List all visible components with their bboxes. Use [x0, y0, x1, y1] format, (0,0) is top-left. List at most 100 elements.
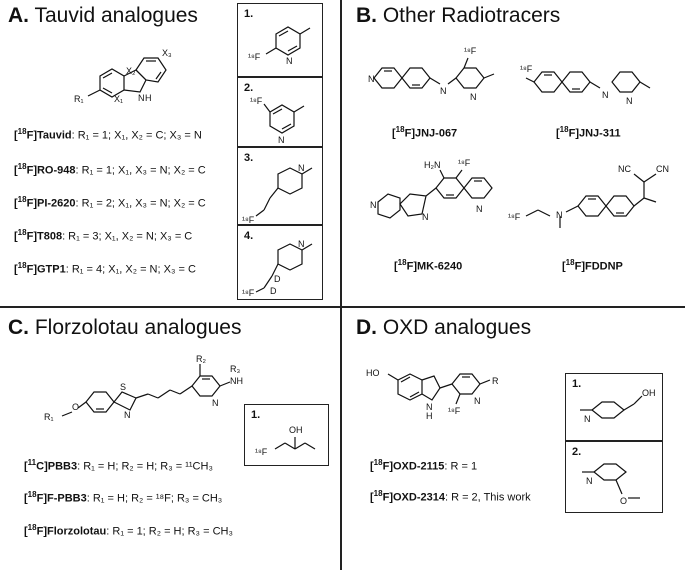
jnj-311-label: [18F]JNJ-311 — [556, 125, 621, 140]
box-a3-structure: N ¹⁸F — [242, 163, 313, 225]
substituent-box-c1: 1. ¹⁸F OH — [244, 404, 329, 466]
mk-6240-label: [18F]MK-6240 — [394, 258, 463, 273]
substituent-box-a1: 1. ¹⁸F N — [237, 3, 323, 77]
panel-a-heading: Tauvid analogues — [34, 4, 198, 27]
panel-d-heading: OXD analogues — [382, 316, 532, 339]
jnj-311-f: ¹⁸F — [520, 64, 533, 74]
oxd-nh-n: N — [426, 402, 433, 412]
oxd-nh-h: H — [426, 411, 433, 421]
fddnp-nc: NC — [618, 164, 631, 174]
atom-x3: X₃ — [162, 48, 172, 58]
fddnp-n: N — [556, 210, 563, 220]
box-c1-label: 1. — [251, 409, 261, 421]
panel-d-compound-2: [18F]OXD-2314: R = 2, This work — [370, 489, 531, 504]
panel-b-letter: B. — [356, 4, 377, 27]
mk-6240-n2: N — [422, 212, 429, 222]
substituent-box-d1: 1. N OH — [565, 373, 663, 441]
box-a4-f: ¹⁸F — [242, 288, 255, 298]
panel-c-compound-2: [18F]F-PBB3: R₁ = H; R₂ = ¹⁸F; R₃ = CH₃ — [24, 490, 223, 505]
pbb3-o: O — [72, 402, 79, 412]
mk-6240-n3: N — [476, 204, 483, 214]
box-a3-f: ¹⁸F — [242, 215, 255, 225]
fddnp-cn: CN — [656, 164, 669, 174]
box-c1-oh: OH — [289, 425, 303, 435]
box-a2-n: N — [278, 135, 285, 145]
box-a3-label: 3. — [244, 152, 254, 164]
box-a4-label: 4. — [244, 230, 254, 242]
panel-a-letter: A. — [8, 4, 29, 27]
box-a2-label: 2. — [244, 82, 254, 94]
box-d2-label: 2. — [572, 446, 582, 458]
pbb3-n: N — [124, 410, 131, 420]
mk-6240-n1: N — [370, 200, 377, 210]
box-c1-f: ¹⁸F — [255, 447, 268, 457]
jnj-067-nh: N — [440, 86, 447, 96]
panel-a-compound-5: [18F]GTP1: R₁ = 4; X₁, X₂ = N; X₃ = C — [14, 261, 196, 276]
box-d2-structure: N O — [582, 463, 640, 506]
box-a4-d1: D — [274, 274, 281, 284]
box-d1-oh: OH — [642, 388, 656, 398]
panel-a-compound-4: [18F]T808: R₁ = 3; X₁, X₂ = N; X₃ = C — [14, 228, 193, 243]
substituent-box-d2: 2. N O — [565, 441, 663, 513]
atom-x2: X₂ — [126, 66, 136, 76]
panel-d-title: D. OXD analogues — [356, 316, 531, 340]
jnj-311-nh: N — [602, 90, 609, 100]
pbb3-core-structure: R₁ O S N N R₂ NH R₃ — [44, 354, 243, 422]
substituent-box-a2: 2. ¹⁸F N — [237, 77, 323, 147]
oxd-n: N — [474, 396, 481, 406]
horizontal-divider — [0, 306, 685, 308]
fddnp-label: [18F]FDDNP — [562, 258, 623, 273]
atom-nh-h: H — [145, 93, 152, 103]
panel-a-title: A. Tauvid analogues — [8, 4, 198, 28]
jnj-067-structure: N N N ¹⁸F — [368, 46, 495, 102]
panel-c-compound-1: [11C]PBB3: R₁ = H; R₂ = H; R₃ = ¹¹CH₃ — [24, 458, 213, 473]
box-d2-n: N — [586, 476, 593, 486]
panel-c-heading: Florzolotau analogues — [34, 316, 242, 339]
atom-x1: X₁ — [114, 94, 123, 104]
panel-c-compound-3: [18F]Florzolotau: R₁ = 1; R₂ = H; R₃ = C… — [24, 523, 233, 538]
box-a1-n: N — [286, 56, 293, 66]
jnj-067-f: ¹⁸F — [464, 46, 477, 56]
box-d1-structure: N OH — [580, 388, 656, 424]
box-d1-label: 1. — [572, 378, 582, 390]
fddnp-structure: ¹⁸F N NC CN — [508, 164, 669, 228]
box-a4-d2: D — [270, 286, 277, 296]
jnj-067-label: [18F]JNJ-067 — [392, 125, 458, 140]
oxd-ho: HO — [366, 368, 380, 378]
box-a4-structure: N D D ¹⁸F — [242, 239, 313, 298]
panel-a-compound-1: [18F]Tauvid: R₁ = 1; X₁, X₂ = C; X₃ = N — [14, 127, 202, 142]
pbb3-nh: NH — [230, 376, 243, 386]
substituent-box-a4: 4. N D D ¹⁸F — [237, 225, 323, 300]
jnj-311-n: N — [626, 96, 633, 106]
panel-d-letter: D. — [356, 316, 377, 339]
panel-c-letter: C. — [8, 316, 29, 339]
mk-6240-h2n: H₂N — [424, 160, 441, 170]
box-a3-n: N — [298, 163, 305, 173]
atom-nh-n: N — [138, 93, 145, 103]
atom-r1: R₁ — [74, 94, 84, 104]
fddnp-f: ¹⁸F — [508, 212, 521, 222]
box-a4-n: N — [298, 239, 305, 249]
box-a1-structure: ¹⁸F N — [248, 26, 311, 66]
oxd-r: R — [492, 376, 499, 386]
box-a2-structure: ¹⁸F N — [250, 96, 305, 145]
panel-c-title: C. Florzolotau analogues — [8, 316, 241, 340]
panel-a-compound-2: [18F]RO-948: R₁ = 1; X₁, X₃ = N; X₂ = C — [14, 162, 206, 177]
oxd-core-structure: HO N H N R ¹⁸F — [366, 368, 499, 421]
pbb3-n2: N — [212, 398, 219, 408]
jnj-067-n1: N — [368, 74, 375, 84]
panel-d-compound-1: [18F]OXD-2115: R = 1 — [370, 458, 478, 473]
jnj-067-n2: N — [470, 92, 477, 102]
panel-b-heading: Other Radiotracers — [382, 4, 561, 27]
pbb3-r3: R₃ — [230, 364, 240, 374]
pbb3-s: S — [120, 382, 126, 392]
mk-6240-structure: H₂N ¹⁸F N N N — [370, 158, 493, 222]
box-a1-label: 1. — [244, 8, 254, 20]
mk-6240-f: ¹⁸F — [458, 158, 471, 168]
tauvid-core-structure: R₁ X₁ X₂ X₃ N H — [74, 48, 172, 104]
pbb3-r2: R₂ — [196, 354, 206, 364]
box-c1-structure: ¹⁸F OH — [255, 425, 316, 457]
box-d2-o: O — [620, 496, 627, 506]
pbb3-r1: R₁ — [44, 412, 54, 422]
box-a2-f: ¹⁸F — [250, 96, 263, 106]
